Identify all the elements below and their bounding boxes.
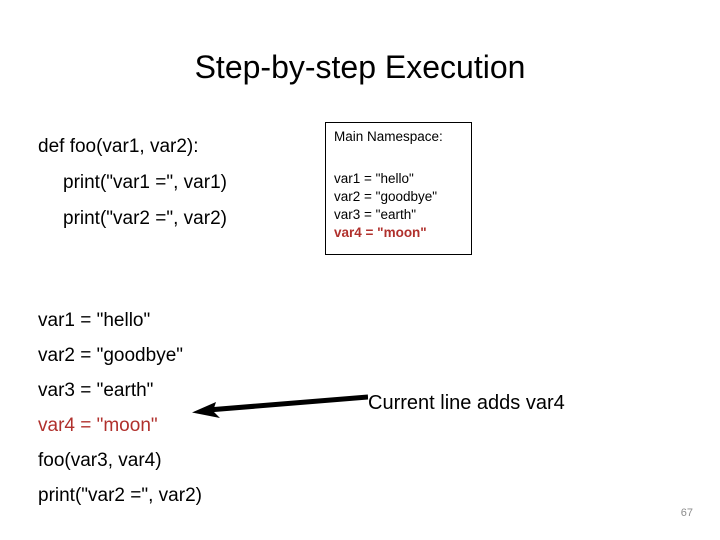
- page-title: Step-by-step Execution: [194, 49, 526, 85]
- namespace-entry: var2 = "goodbye": [334, 189, 438, 204]
- code-line: var3 = "earth": [38, 380, 154, 401]
- annotation-label: Current line adds var4: [368, 392, 565, 414]
- namespace-variable-list: var1 = "hello" var2 = "goodbye" var3 = "ea…: [334, 170, 469, 242]
- namespace-entry: var3 = "earth": [334, 207, 417, 222]
- code-line: print("var2 =", var2): [38, 485, 202, 506]
- main-program-code-block: var1 = "hello" var2 = "goodbye" var3 = "ea…: [38, 303, 328, 513]
- namespace-entry: var4 = "moon": [334, 225, 427, 240]
- code-line: var2 = "goodbye": [38, 345, 184, 366]
- function-definition-code-block: def foo(var1, var2): print("var1 =", var1…: [38, 129, 308, 237]
- slide-number: 67: [680, 507, 693, 519]
- namespace-title: Main Namespace:: [334, 129, 443, 144]
- code-line: def foo(var1, var2):: [38, 136, 199, 157]
- code-line: var4 = "moon": [38, 415, 158, 436]
- code-line: print("var2 =", var2): [63, 208, 227, 229]
- code-line: var1 = "hello": [38, 310, 151, 331]
- main-namespace-box: Main Namespace: var1 = "hello" var2 = "go…: [325, 122, 472, 255]
- namespace-entry: var1 = "hello": [334, 171, 414, 186]
- code-line: foo(var3, var4): [38, 450, 162, 471]
- code-line: print("var1 =", var1): [63, 172, 227, 193]
